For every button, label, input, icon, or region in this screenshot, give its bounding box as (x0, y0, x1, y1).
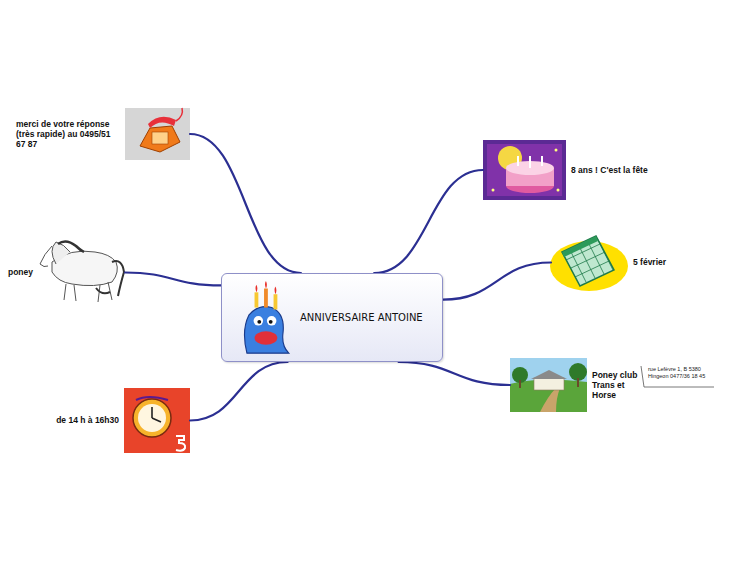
calendar-picture (550, 236, 628, 291)
topic-label: poney (8, 267, 33, 277)
topic-place: Poney club Trans et Horse (510, 358, 642, 412)
picture-slot (551, 234, 628, 291)
topic-label: merci de votre réponse (très rapide) au … (16, 119, 120, 150)
topic-cake: 8 ans ! C'est la fête (483, 140, 648, 200)
picture-slot (510, 358, 587, 412)
clock-picture (124, 388, 190, 453)
topic-activity: poney (8, 240, 125, 305)
horse-sketch (40, 241, 124, 302)
topic-time: de 14 h à 16h30 (56, 388, 190, 453)
topic-date: 5 février (551, 234, 666, 291)
central-topic: ANNIVERSAIRE ANTOINE (221, 273, 443, 362)
branch-line (190, 134, 301, 273)
branch-line (443, 263, 551, 300)
monster-icon (232, 279, 298, 357)
branch-line (374, 170, 483, 273)
telephone-picture (125, 108, 190, 160)
poney-club-picture (510, 358, 587, 412)
topic-title: ANNIVERSAIRE ANTOINE (300, 312, 423, 324)
address-note: rue Lefèvre 1, B 5380 Hingeon 0477/36 18… (648, 366, 720, 380)
topic-label: 8 ans ! C'est la fête (571, 165, 648, 175)
picture-slot (38, 240, 125, 305)
branch-line (399, 362, 510, 385)
picture-slot (124, 388, 190, 453)
branch-line (125, 273, 221, 286)
topic-reply: merci de votre réponse (très rapide) au … (16, 108, 190, 160)
topic-label: de 14 h à 16h30 (56, 415, 119, 425)
cake-picture (483, 140, 566, 200)
picture-slot (125, 108, 190, 160)
branch-line (190, 362, 288, 421)
picture-slot (483, 140, 566, 200)
topic-label: 5 février (633, 257, 666, 267)
topic-label: Poney club Trans et Horse (592, 370, 642, 401)
